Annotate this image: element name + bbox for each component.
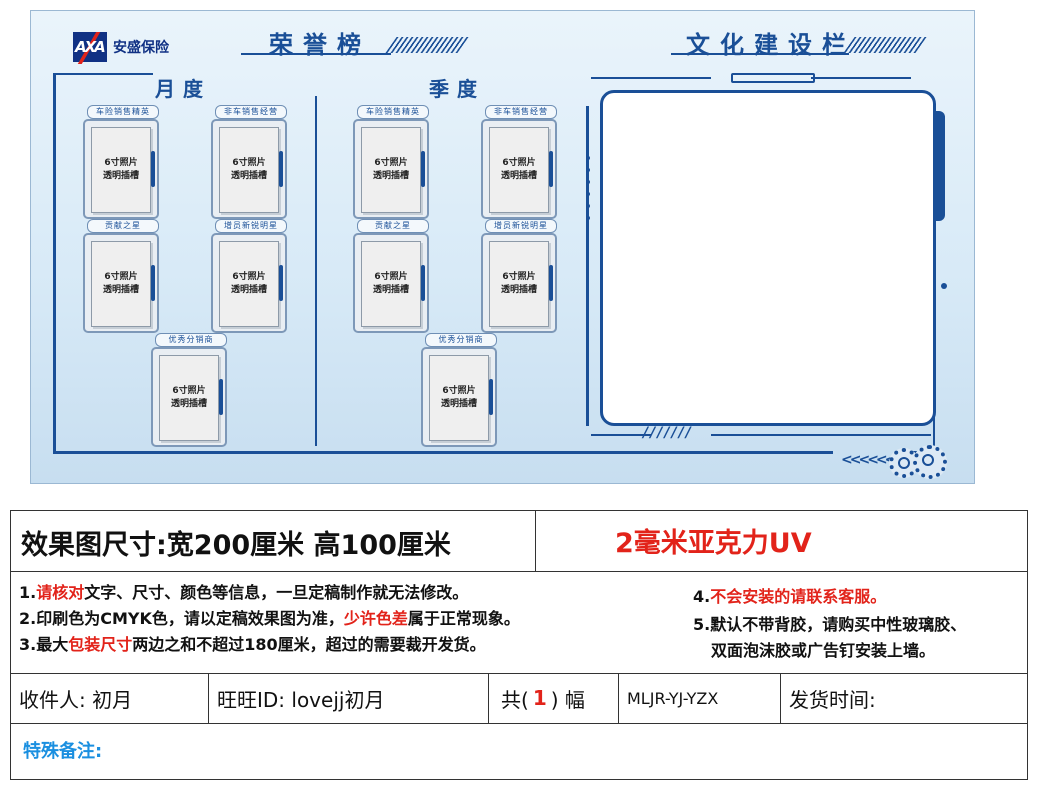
size-row: 效果图尺寸:宽200厘米 高100厘米 2毫米亚克力UV [11, 511, 1027, 572]
photo-slot: 6寸照片透明插槽 [91, 241, 151, 327]
photo-slot: 6寸照片透明插槽 [361, 127, 421, 213]
culture-left-line [586, 106, 589, 426]
photo-slot: 6寸照片透明插槽 [429, 355, 489, 441]
photo-slot-frame: 6寸照片透明插槽 [421, 347, 497, 447]
cell-label: 车险销售精英 [357, 105, 429, 119]
logo-company-name: 安盛保险 [113, 40, 169, 56]
decor-dot [586, 216, 590, 220]
quarterly-cell: 增员新锐明星 6寸照片透明插槽 [481, 219, 561, 337]
photo-slot-frame: 6寸照片透明插槽 [211, 119, 287, 219]
cell-label: 非车销售经营 [215, 105, 287, 119]
photo-slot: 6寸照片透明插槽 [219, 127, 279, 213]
decor-dot [586, 192, 590, 196]
decor-dot [586, 156, 590, 160]
product-code-field: MLJR-YJ-YZX [619, 673, 781, 723]
column-divider [315, 96, 317, 446]
cell-label: 优秀分销商 [425, 333, 497, 347]
photo-slot: 6寸照片透明插槽 [489, 127, 549, 213]
monthly-cell: 优秀分销商 6寸照片透明插槽 [151, 333, 231, 451]
note-4: 4.不会安装的请联系客服。 [693, 587, 887, 606]
monthly-cell: 非车销售经营 6寸照片透明插槽 [211, 105, 291, 223]
monthly-title: 月度 [155, 77, 211, 101]
quarterly-cell: 车险销售精英 6寸照片透明插槽 [353, 105, 433, 223]
honor-title-hatch [385, 37, 469, 53]
culture-title-underline [671, 53, 849, 55]
photo-slot-frame: 6寸照片透明插槽 [83, 233, 159, 333]
display-board-preview: AXA 安盛保险 荣誉榜 文化建设栏 月度 季度 车险销售精英 6寸照片透明插槽… [30, 10, 975, 484]
culture-title-hatch [843, 37, 927, 53]
photo-slot: 6寸照片透明插槽 [159, 355, 219, 441]
ship-time-field: 发货时间: [789, 687, 876, 712]
cell-label: 增员新锐明星 [215, 219, 287, 233]
photo-slot-frame: 6寸照片透明插槽 [353, 119, 429, 219]
cell-label: 车险销售精英 [87, 105, 159, 119]
note-2: 2.印刷色为CMYK色，请以定稿效果图为准，少许色差属于正常现象。 [19, 609, 520, 628]
material-label: 2毫米亚克力UV [615, 528, 812, 559]
culture-top-line-right [811, 77, 911, 79]
culture-bottom-line-right [711, 434, 931, 436]
decor-chevrons: <<<<<< [841, 452, 896, 468]
photo-slot: 6寸照片透明插槽 [219, 241, 279, 327]
axa-logo-mark: AXA [73, 32, 107, 64]
decor-dot [586, 168, 590, 172]
photo-slot-frame: 6寸照片透明插槽 [83, 119, 159, 219]
cell-label: 增员新锐明星 [485, 219, 557, 233]
note-5-line2: 双面泡沫胶或广告钉安装上墙。 [711, 641, 936, 660]
decor-dot [586, 180, 590, 184]
photo-slot-frame: 6寸照片透明插槽 [353, 233, 429, 333]
notes-row: 1.请核对文字、尺寸、颜色等信息，一旦定稿制作就无法修改。 2.印刷色为CMYK… [11, 571, 1027, 674]
top-left-frame-line [53, 73, 153, 75]
special-note-label: 特殊备注: [23, 741, 103, 762]
photo-slot-frame: 6寸照片透明插槽 [211, 233, 287, 333]
photo-slot-frame: 6寸照片透明插槽 [151, 347, 227, 447]
receiver-field: 收件人: 初月 [11, 673, 209, 723]
note-3: 3.最大包装尺寸两边之和不超过180厘米，超过的需要裁开发货。 [19, 635, 486, 654]
photo-slot-frame: 6寸照片透明插槽 [481, 233, 557, 333]
axa-logo: AXA 安盛保险 [73, 31, 169, 64]
decor-slashes: /////// [643, 425, 693, 441]
gear-icon [913, 445, 947, 479]
monthly-cell: 增员新锐明星 6寸照片透明插槽 [211, 219, 291, 337]
decor-dot [941, 283, 947, 289]
culture-top-tab [731, 73, 815, 83]
culture-content-area [600, 90, 936, 426]
culture-bottom-line [591, 434, 651, 436]
order-info-table: 效果图尺寸:宽200厘米 高100厘米 2毫米亚克力UV 1.请核对文字、尺寸、… [10, 510, 1028, 780]
quarterly-title: 季度 [429, 77, 485, 101]
note-1: 1.请核对文字、尺寸、颜色等信息，一旦定稿制作就无法修改。 [19, 583, 469, 602]
piece-count-field: 共(1) 幅 [489, 673, 619, 723]
bottom-frame-line [53, 451, 833, 454]
quarterly-cell: 优秀分销商 6寸照片透明插槽 [421, 333, 501, 451]
cell-label: 贡献之星 [87, 219, 159, 233]
photo-slot: 6寸照片透明插槽 [361, 241, 421, 327]
photo-slot: 6寸照片透明插槽 [91, 127, 151, 213]
cell-label: 优秀分销商 [155, 333, 227, 347]
monthly-cell: 贡献之星 6寸照片透明插槽 [83, 219, 163, 337]
wangwang-id-field: 旺旺ID: lovejj初月 [209, 673, 489, 723]
cell-label: 非车销售经营 [485, 105, 557, 119]
shipping-row: 收件人: 初月 旺旺ID: lovejj初月 共(1) 幅 MLJR-YJ-YZ… [11, 673, 1027, 724]
photo-slot-frame: 6寸照片透明插槽 [481, 119, 557, 219]
piece-count-value: 1 [532, 686, 547, 710]
culture-top-line [591, 77, 711, 79]
cell-label: 贡献之星 [357, 219, 429, 233]
left-frame-line [53, 73, 56, 453]
decor-dot [586, 204, 590, 208]
monthly-cell: 车险销售精英 6寸照片透明插槽 [83, 105, 163, 223]
size-label: 效果图尺寸:宽200厘米 高100厘米 [21, 530, 451, 561]
quarterly-cell: 非车销售经营 6寸照片透明插槽 [481, 105, 561, 223]
note-5-line1: 5.默认不带背胶，请购买中性玻璃胶、 [693, 615, 967, 634]
honor-title-underline [241, 53, 391, 55]
quarterly-cell: 贡献之星 6寸照片透明插槽 [353, 219, 433, 337]
photo-slot: 6寸照片透明插槽 [489, 241, 549, 327]
